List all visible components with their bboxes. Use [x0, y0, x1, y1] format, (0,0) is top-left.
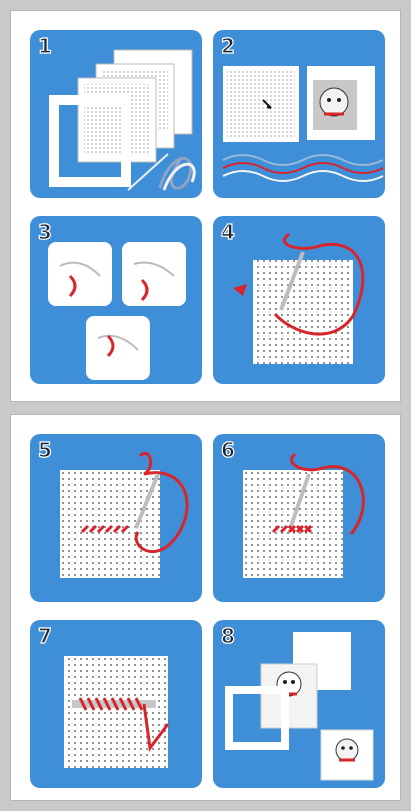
- step-5-panel: 5: [30, 434, 202, 602]
- step-7-panel: 7: [30, 620, 202, 788]
- step-number: 8: [221, 626, 235, 646]
- step-6-panel: 6: [213, 434, 385, 602]
- step-number: 5: [38, 440, 52, 460]
- half-stitches-row-icon: [30, 434, 202, 602]
- step-number: 1: [38, 36, 52, 56]
- step-number: 7: [38, 626, 52, 646]
- chart-and-threads-icon: [213, 30, 385, 198]
- thread-separating-icon: [30, 216, 202, 384]
- step-number: 2: [221, 36, 235, 56]
- cross-stitches-row-icon: [213, 434, 385, 602]
- step-1-panel: 1: [30, 30, 202, 198]
- step-4-panel: 4: [213, 216, 385, 384]
- step-number: 3: [38, 222, 52, 242]
- step-number: 4: [221, 222, 235, 242]
- needle-threaded-grid-icon: [213, 216, 385, 384]
- step-8-panel: 8: [213, 620, 385, 788]
- step-2-panel: 2: [213, 30, 385, 198]
- step-number: 6: [221, 440, 235, 460]
- backstitch-icon: [30, 620, 202, 788]
- canvas-frame-needle-thread-icon: [30, 30, 202, 198]
- step-3-panel: 3: [30, 216, 202, 384]
- finished-dog-picture-icon: [213, 620, 385, 788]
